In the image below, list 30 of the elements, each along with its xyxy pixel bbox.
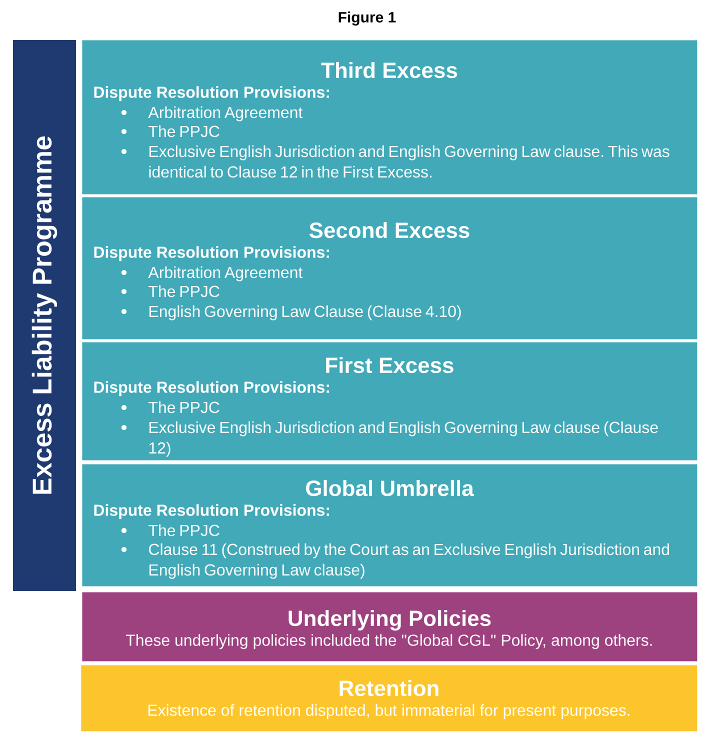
layer-box bbox=[82, 342, 698, 460]
list-item: Arbitration Agreement bbox=[148, 266, 303, 282]
layer-description: Existence of retention disputed, but immaterial for present purposes. bbox=[148, 704, 630, 720]
layer-heading: Global Umbrella bbox=[306, 480, 474, 496]
side-band: Excess Liability Programme bbox=[13, 40, 76, 591]
list-item: Clause 11 (Construed by the Court as an Exclusive English Jurisdiction and English Governing Law clause) bbox=[149, 543, 670, 579]
list-item: English Governing Law Clause (Clause 4.10) bbox=[150, 305, 461, 320]
list-heading: Dispute Resolution Provisions: bbox=[94, 504, 330, 520]
layer-heading: Retention bbox=[340, 680, 438, 696]
layer-box bbox=[82, 197, 698, 340]
list-item: Exclusive English Jurisdiction and English Governing Law clause. This was identical to Clause 12 in the First Excess. bbox=[149, 145, 670, 178]
list-heading: Dispute Resolution Provisions: bbox=[94, 246, 330, 262]
layer-heading: Underlying Policies bbox=[288, 610, 491, 631]
list-item: The PPJC bbox=[148, 524, 220, 536]
layer-heading: First Excess bbox=[326, 356, 454, 374]
figure-title: Figure 1 bbox=[338, 12, 396, 26]
list-heading: Dispute Resolution Provisions: bbox=[94, 381, 330, 396]
list-item: Exclusive English Jurisdiction and English Governing Law clause (Clause 12) bbox=[149, 421, 658, 457]
layer-heading: Second Excess bbox=[309, 222, 470, 238]
layer-box bbox=[82, 464, 698, 586]
list-item: The PPJC bbox=[148, 285, 220, 298]
layer-description: These underlying policies included the "Global CGL" Policy, among others. bbox=[126, 634, 652, 650]
list-item: The PPJC bbox=[148, 125, 220, 138]
list-item: The PPJC bbox=[148, 401, 220, 414]
list-item: Arbitration Agreement bbox=[148, 106, 303, 122]
list-heading: Dispute Resolution Provisions: bbox=[94, 86, 330, 102]
layer-heading: Third Excess bbox=[321, 62, 458, 78]
layer-box bbox=[82, 592, 698, 662]
layer-box bbox=[81, 665, 698, 732]
layer-box bbox=[82, 40, 698, 194]
